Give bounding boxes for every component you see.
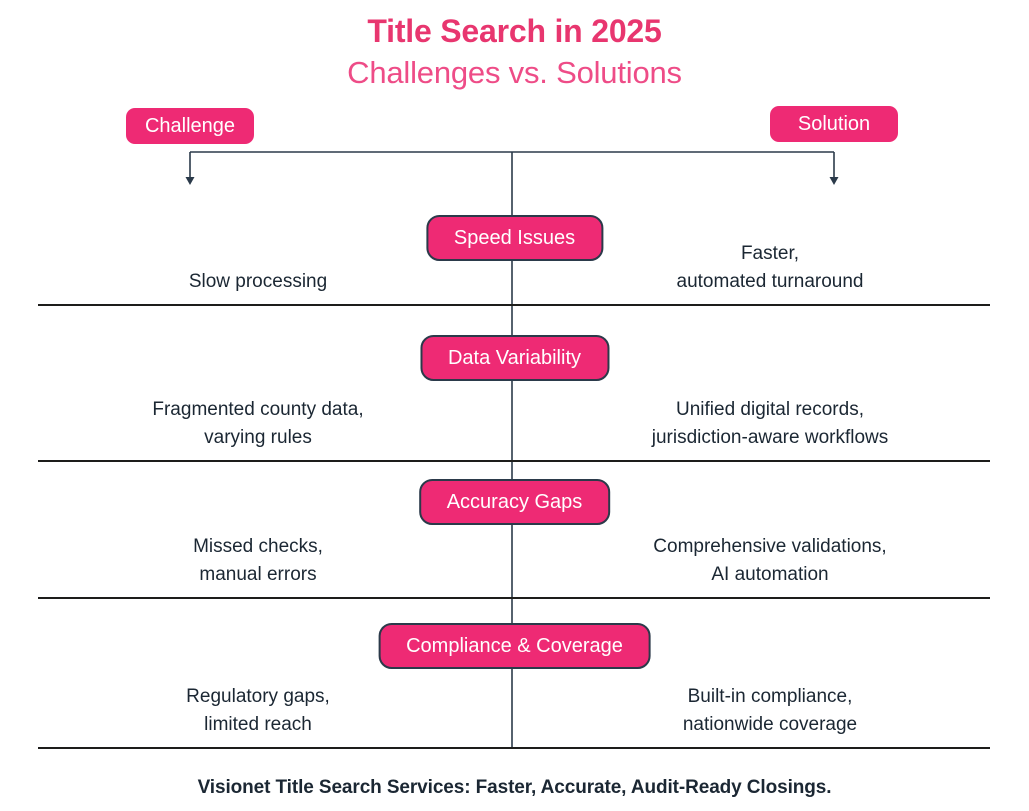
page-subtitle: Challenges vs. Solutions — [347, 55, 682, 90]
solution-line-1: Built-in compliance, — [687, 686, 853, 707]
challenge-line-1: Slow processing — [188, 271, 328, 292]
category-pill-speed-issues: Speed Issues — [425, 215, 604, 261]
solution-line-2: AI automation — [711, 564, 829, 585]
category-pill-accuracy-gaps: Accuracy Gaps — [418, 479, 611, 525]
table-row: Regulatory gaps, limited reach Built-in … — [38, 613, 990, 749]
challenge-line-2: limited reach — [204, 714, 312, 735]
challenge-cell: Regulatory gaps, limited reach — [38, 683, 478, 739]
challenge-line-1: Fragmented county data, — [152, 399, 364, 420]
category-pill-compliance-coverage: Compliance & Coverage — [378, 623, 651, 669]
solution-line-1: Faster, — [740, 243, 800, 264]
challenge-column-header: Challenge — [126, 108, 254, 144]
table-row: Fragmented county data, varying rules Un… — [38, 325, 990, 462]
solution-line-1: Comprehensive validations, — [653, 536, 887, 557]
challenge-line-2: varying rules — [204, 427, 312, 448]
challenge-line-1: Missed checks, — [193, 536, 323, 557]
footer-tagline: Visionet Title Search Services: Faster, … — [197, 777, 832, 798]
solution-line-1: Unified digital records, — [676, 399, 864, 420]
challenge-cell: Slow processing — [38, 268, 478, 296]
table-row: Slow processing Faster, automated turnar… — [38, 205, 990, 306]
solution-cell: Built-in compliance, nationwide coverage — [550, 683, 990, 739]
solution-cell: Unified digital records, jurisdiction-aw… — [550, 396, 990, 452]
solution-line-2: automated turnaround — [676, 271, 864, 292]
title-block: Title Search in 2025 Challenges vs. Solu… — [0, 10, 1029, 94]
page-title: Title Search in 2025 — [367, 13, 662, 49]
challenge-line-2: manual errors — [199, 564, 317, 585]
solution-cell: Faster, automated turnaround — [550, 240, 990, 296]
challenge-cell: Fragmented county data, varying rules — [38, 396, 478, 452]
solution-cell: Comprehensive validations, AI automation — [550, 533, 990, 589]
table-row: Missed checks, manual errors Comprehensi… — [38, 469, 990, 599]
challenge-cell: Missed checks, manual errors — [38, 533, 478, 589]
solution-line-2: jurisdiction-aware workflows — [651, 427, 889, 448]
challenge-line-1: Regulatory gaps, — [186, 686, 330, 707]
solution-column-header: Solution — [770, 106, 898, 142]
category-pill-data-variability: Data Variability — [419, 335, 610, 381]
solution-line-2: nationwide coverage — [682, 714, 858, 735]
